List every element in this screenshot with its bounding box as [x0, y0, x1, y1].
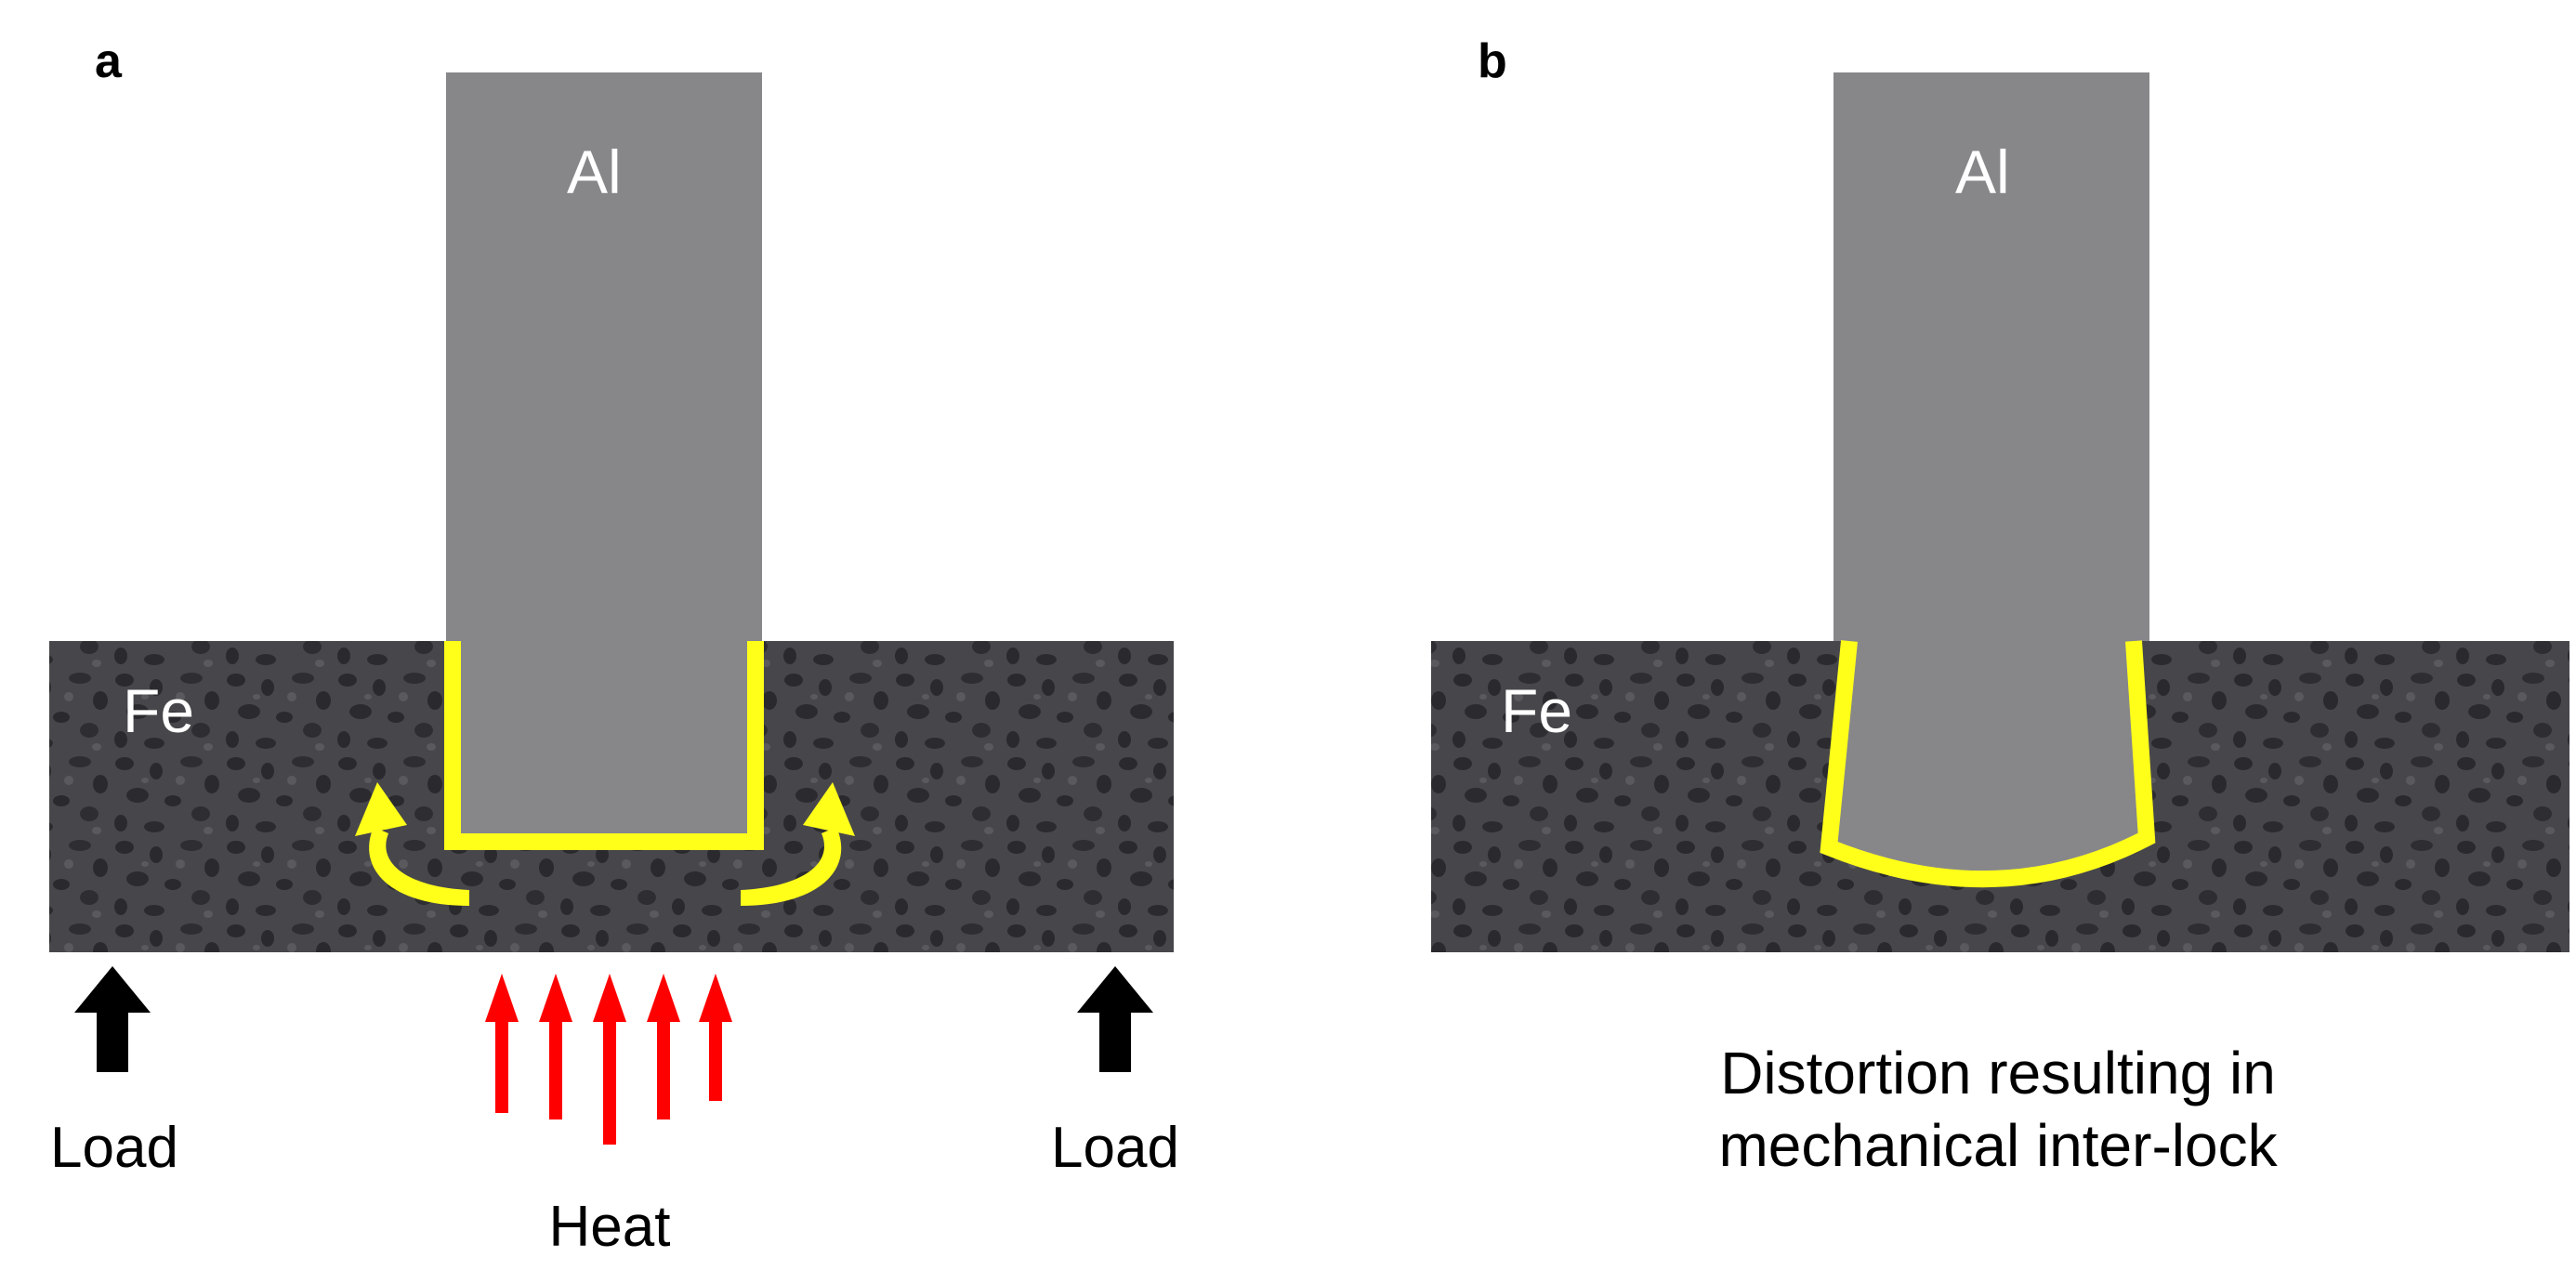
flow-arrow-left-icon	[355, 782, 469, 906]
heat-arrows	[485, 974, 732, 1145]
al-rod-a	[446, 72, 762, 842]
distortion-caption-line1: Distortion resulting in	[1720, 1040, 2276, 1106]
interface-line-a	[444, 641, 764, 850]
interface-line-b	[1820, 640, 2156, 888]
load-label-right: Load	[1051, 1116, 1179, 1180]
fe-label-a: Fe	[123, 676, 195, 745]
al-label-a: Al	[567, 137, 622, 206]
heat-arrow-icon	[593, 974, 626, 1145]
panel-label-b: b	[1478, 34, 1507, 88]
heat-label: Heat	[548, 1195, 671, 1259]
al-rod-distorted-b	[1829, 641, 2147, 880]
al-label-b: Al	[1955, 137, 2010, 206]
fe-label-b: Fe	[1501, 676, 1573, 745]
panel-label-a: a	[95, 34, 122, 88]
heat-arrow-icon	[539, 974, 572, 1119]
panel-a	[49, 72, 1174, 1145]
flow-arrow-right-icon	[741, 782, 855, 906]
distortion-caption-line2: mechanical inter-lock	[1718, 1112, 2278, 1179]
load-label-left: Load	[50, 1116, 178, 1180]
heat-arrow-icon	[485, 974, 519, 1113]
load-arrow-left-icon	[74, 966, 151, 1072]
load-arrow-right-icon	[1077, 966, 1153, 1072]
heat-arrow-icon	[699, 974, 732, 1101]
heat-arrow-icon	[647, 974, 680, 1119]
panel-b	[1431, 72, 2569, 952]
al-rod-b	[1833, 72, 2149, 641]
